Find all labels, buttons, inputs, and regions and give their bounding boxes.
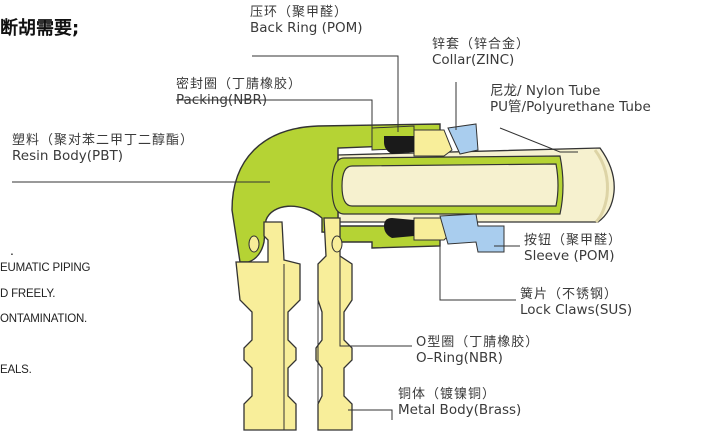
label-tube: 尼龙/ Nylon Tube PU管/Polyurethane Tube <box>490 83 651 115</box>
tube-en: PU管/Polyurethane Tube <box>490 98 651 115</box>
side-heading: 断胡需要; <box>0 18 80 39</box>
tube-cn: 尼龙/ Nylon Tube <box>490 83 601 99</box>
tube-inner <box>341 163 559 207</box>
packing-top <box>384 136 414 154</box>
label-back-ring: 压环（聚甲醛） Back Ring (POM) <box>250 5 363 36</box>
label-metal-body: 铜体（镀镍铜） Metal Body(Brass) <box>398 387 522 418</box>
packing-en: Packing(NBR) <box>176 91 268 108</box>
sleeve-cn: 按钮（聚甲醛） <box>524 233 623 248</box>
leader-lock-claws <box>439 240 516 301</box>
leader-back-ring <box>252 55 399 132</box>
back-ring-en: Back Ring (POM) <box>250 19 363 36</box>
side-line-1: EUMATIC PIPING <box>0 262 91 274</box>
collar-top <box>413 129 453 157</box>
leader-tube <box>499 127 578 153</box>
label-resin-body: 塑料（聚对苯二甲丁二醇酯） Resin Body(PBT) <box>12 133 195 164</box>
lock-claws-cn: 簧片（不锈钢） <box>520 287 619 302</box>
leader-metal-body <box>348 409 393 420</box>
label-sleeve: 按钮（聚甲醛） Sleeve (POM) <box>524 233 623 264</box>
metal-body-right <box>315 217 353 431</box>
sleeve-en: Sleeve (POM) <box>524 247 615 264</box>
label-lock-claws: 簧片（不锈钢） Lock Claws(SUS) <box>520 287 633 318</box>
resin-body-en: Resin Body(PBT) <box>12 147 123 164</box>
lock-claws-en: Lock Claws(SUS) <box>520 301 633 318</box>
metal-body-cn: 铜体（镀镍铜） <box>398 387 497 402</box>
leader-packing <box>176 99 373 140</box>
side-line-3: ONTAMINATION. <box>0 313 88 325</box>
o-ring-right <box>331 235 343 253</box>
leader-o-ring <box>339 250 412 347</box>
back-ring-cn: 压环（聚甲醛） <box>250 5 349 20</box>
label-o-ring: O型圈（丁腈橡胶） O–Ring(NBR) <box>416 335 540 366</box>
o-ring-cn: O型圈（丁腈橡胶） <box>416 335 540 350</box>
metal-body-en: Metal Body(Brass) <box>398 401 522 418</box>
sleeve-top <box>447 123 479 155</box>
side-line-2: D FREELY. <box>0 288 56 300</box>
packing-bottom <box>384 218 414 238</box>
side-dot: . <box>10 242 14 258</box>
tube-end-shade <box>593 149 609 224</box>
o-ring-left <box>248 235 260 253</box>
o-ring-en: O–Ring(NBR) <box>416 349 503 366</box>
packing-cn: 密封圈（丁腈橡胶） <box>176 77 303 92</box>
sleeve-bottom <box>439 213 505 253</box>
collar-cn: 锌套（锌合金） <box>432 37 531 52</box>
label-collar: 锌套（锌合金） Collar(ZINC) <box>432 37 531 68</box>
collar-en: Collar(ZINC) <box>432 51 515 68</box>
side-line-4: EALS. <box>0 364 32 376</box>
resin-body-cn: 塑料（聚对苯二甲丁二醇酯） <box>12 133 195 148</box>
label-packing: 密封圈（丁腈橡胶） Packing(NBR) <box>176 77 303 108</box>
